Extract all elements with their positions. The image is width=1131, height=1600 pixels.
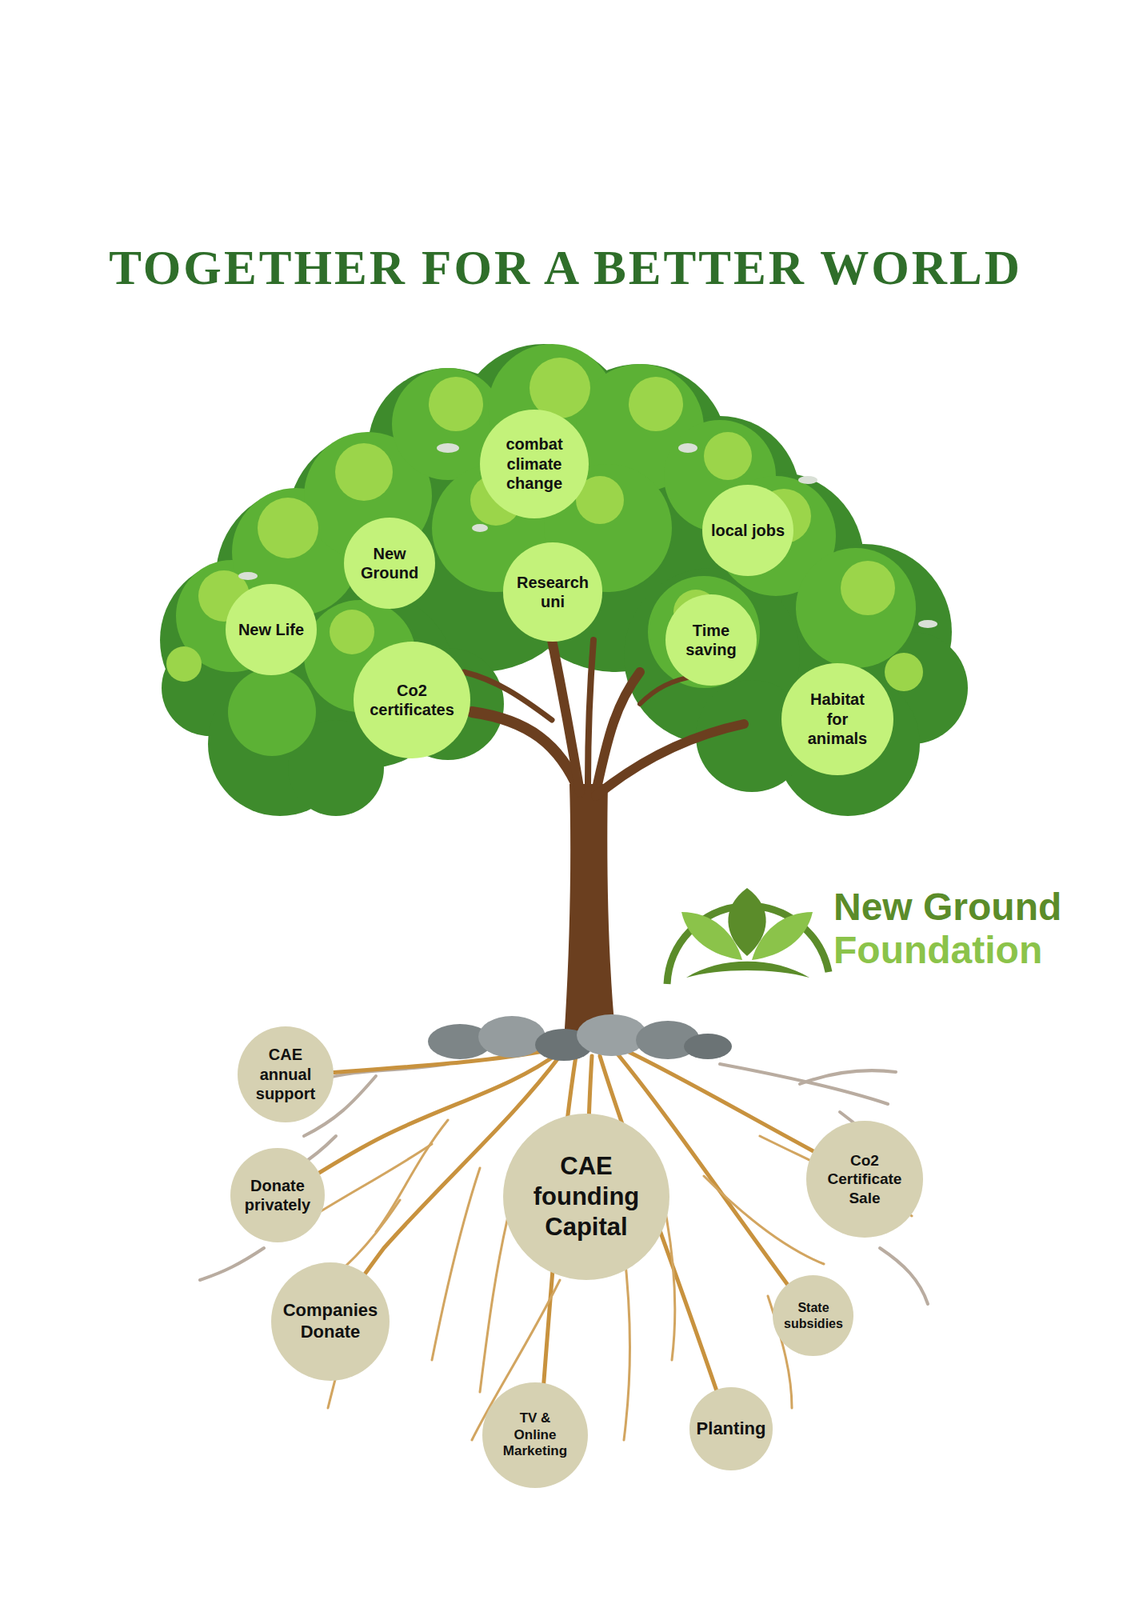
logo-emblem-part xyxy=(751,911,813,960)
circle-label: combat climate change xyxy=(498,434,571,493)
circle-label: Time saving xyxy=(681,620,742,660)
tree-canopy-part-part xyxy=(166,646,202,682)
logo-wordmark: Foundation xyxy=(833,929,1043,972)
tree-canopy-part-part xyxy=(703,431,752,480)
circle-label: CAE founding Capital xyxy=(522,1150,651,1242)
tree-canopy-part-part xyxy=(884,652,924,692)
tree-trunk-part-part xyxy=(551,639,580,792)
ground-rocks xyxy=(427,1014,732,1061)
tree-canopy-part-part xyxy=(335,443,393,501)
tree-canopy-part xyxy=(166,357,924,692)
benefit-circle: combat climate change xyxy=(479,409,589,519)
ground-rocks-part xyxy=(478,1015,546,1058)
tree-canopy-part-part xyxy=(436,443,460,453)
benefit-circle: Habitat for animals xyxy=(781,663,894,776)
benefit-circle: Research uni xyxy=(503,542,602,641)
tree-canopy-part-part xyxy=(795,547,916,668)
funding-circle: TV & Online Marketing xyxy=(482,1382,588,1488)
tree-trunk xyxy=(463,639,744,1040)
logo-emblem xyxy=(667,887,829,984)
tree-trunk-part xyxy=(563,783,616,1040)
tree-canopy-part-part xyxy=(647,575,760,688)
tree-roots-part-part xyxy=(431,1167,480,1360)
tree-canopy-part-part xyxy=(257,497,319,559)
ground-rocks-part xyxy=(576,1014,648,1056)
logo-emblem-part xyxy=(681,911,743,960)
tree-roots-part-part xyxy=(375,1119,448,1232)
funding-circle: CAE founding Capital xyxy=(503,1113,670,1280)
tree-canopy xyxy=(159,343,968,816)
tree-canopy-part xyxy=(159,343,968,816)
circle-label: Donate privately xyxy=(239,1175,316,1215)
tree-canopy-part-part xyxy=(238,571,258,580)
circle-label: Co2 Certificate Sale xyxy=(818,1150,911,1207)
tree-trunk-part-part xyxy=(463,671,552,720)
funding-circle: Donate privately xyxy=(230,1147,326,1243)
benefit-circle: New Life xyxy=(225,583,317,676)
tree-canopy-part-part xyxy=(428,376,484,432)
tree-roots-part-part xyxy=(623,1247,631,1440)
benefit-circle: New Ground xyxy=(343,517,436,609)
tree-trunk-part-part xyxy=(587,639,594,784)
logo-wordmark: New Ground xyxy=(833,886,1062,929)
circle-label: Planting xyxy=(696,1418,767,1440)
benefit-circle: Co2 certificates xyxy=(353,641,471,759)
tree-roots-part-part xyxy=(799,1070,896,1084)
tree-canopy-part-part xyxy=(628,376,684,432)
tree-canopy-part-part xyxy=(329,609,375,655)
circle-label: Habitat for animals xyxy=(801,689,874,748)
tree-canopy-part-part xyxy=(798,475,818,484)
tree-roots-part-part xyxy=(879,1247,928,1304)
funding-circle: Co2 Certificate Sale xyxy=(806,1120,924,1238)
circle-label: TV & Online Marketing xyxy=(499,1410,572,1460)
funding-circle: State subsidies xyxy=(772,1274,854,1356)
circle-label: Companies Donate xyxy=(279,1299,380,1343)
tree-canopy-part-part xyxy=(918,619,938,628)
funding-circle: CAE annual support xyxy=(237,1026,334,1123)
tree-roots-part-part xyxy=(479,1199,512,1392)
circle-label: New Ground xyxy=(355,543,424,584)
tree-trunk-part-part xyxy=(639,675,696,704)
tree-canopy-part-part xyxy=(678,443,698,453)
benefit-circle: Time saving xyxy=(665,594,757,686)
circle-label: Co2 certificates xyxy=(361,680,462,720)
benefit-circle: local jobs xyxy=(702,484,794,576)
circle-label: New Life xyxy=(238,619,304,640)
funding-circle: Planting xyxy=(689,1386,772,1470)
tree-trunk-part-part xyxy=(595,723,744,796)
ground-rocks-part xyxy=(683,1033,732,1060)
circle-label: Research uni xyxy=(512,572,593,612)
circle-label: State subsidies xyxy=(781,1299,846,1331)
circle-label: local jobs xyxy=(711,520,785,540)
tree-canopy-part-part xyxy=(227,667,316,756)
circle-label: CAE annual support xyxy=(253,1044,318,1104)
tree-canopy-part-part xyxy=(840,560,896,616)
tree-roots-part xyxy=(279,1049,860,1432)
tree-canopy-part-part xyxy=(471,523,488,532)
tree-roots-part-part xyxy=(199,1247,264,1280)
tree-roots-part-part xyxy=(703,1175,824,1264)
poster-title: TOGETHER FOR A BETTER WORLD xyxy=(0,239,1131,296)
logo-emblem-part xyxy=(686,961,810,978)
funding-circle: Companies Donate xyxy=(271,1262,390,1381)
